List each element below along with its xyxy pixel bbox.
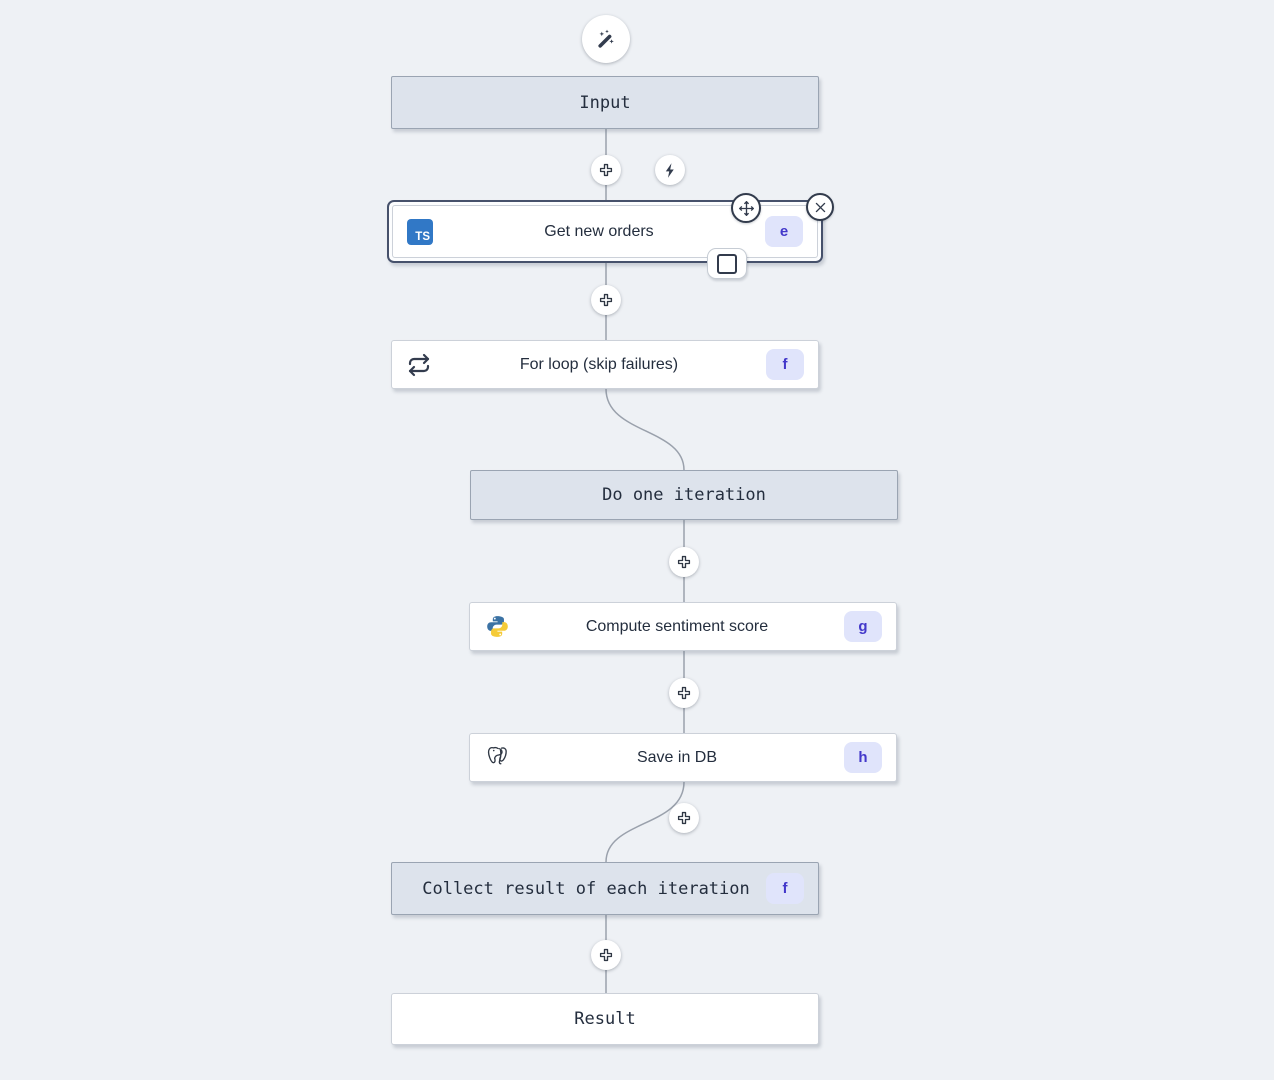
- move-icon: [738, 200, 754, 216]
- node-save-in-db[interactable]: Save in DB h: [469, 733, 897, 782]
- insert-step-button[interactable]: [669, 547, 699, 577]
- node-input-label: Input: [579, 92, 631, 113]
- postgresql-icon: [484, 745, 510, 771]
- repeat-icon: [406, 352, 432, 378]
- node-get-new-orders-label: Get new orders: [544, 222, 654, 240]
- node-for-loop-label: For loop (skip failures): [519, 355, 679, 373]
- lightning-icon: [665, 162, 674, 178]
- square-icon: [717, 253, 737, 274]
- plus-icon: [599, 293, 613, 307]
- insert-step-button[interactable]: [669, 803, 699, 833]
- trigger-button[interactable]: [655, 155, 685, 185]
- plus-icon: [599, 163, 613, 177]
- node-toggle-button[interactable]: [707, 248, 747, 279]
- plus-icon: [677, 686, 691, 700]
- magic-wand-icon: [598, 29, 614, 48]
- insert-step-button[interactable]: [591, 155, 621, 185]
- node-compute-sentiment-score[interactable]: Compute sentiment score g: [469, 602, 897, 651]
- step-id-badge: f: [766, 349, 804, 380]
- node-do-one-iteration-label: Do one iteration: [602, 485, 766, 505]
- remove-node-button[interactable]: [806, 193, 834, 221]
- plus-icon: [677, 811, 691, 825]
- node-collect-result[interactable]: Collect result of each iteration f: [391, 862, 819, 915]
- close-icon: [815, 202, 825, 212]
- step-id-badge: g: [844, 611, 882, 642]
- node-do-one-iteration[interactable]: Do one iteration: [470, 470, 898, 520]
- ai-builder-button[interactable]: [582, 15, 630, 63]
- node-result-label: Result: [574, 1009, 636, 1029]
- insert-step-button[interactable]: [591, 940, 621, 970]
- step-id-badge: f: [766, 873, 804, 904]
- move-node-button[interactable]: [731, 193, 761, 223]
- python-icon: [484, 614, 510, 640]
- insert-step-button[interactable]: [669, 678, 699, 708]
- step-id-badge: h: [844, 742, 882, 773]
- plus-icon: [599, 948, 613, 962]
- node-compute-sentiment-score-label: Compute sentiment score: [585, 617, 769, 635]
- typescript-icon: TS: [407, 218, 433, 245]
- node-for-loop[interactable]: For loop (skip failures) f: [391, 340, 819, 389]
- typescript-icon-label: TS: [407, 218, 433, 245]
- insert-step-button[interactable]: [591, 285, 621, 315]
- node-input[interactable]: Input: [391, 76, 819, 129]
- node-result[interactable]: Result: [391, 993, 819, 1045]
- node-save-in-db-label: Save in DB: [636, 748, 718, 766]
- plus-icon: [677, 555, 691, 569]
- step-id-badge: e: [765, 216, 803, 247]
- node-collect-result-label: Collect result of each iteration: [422, 878, 750, 899]
